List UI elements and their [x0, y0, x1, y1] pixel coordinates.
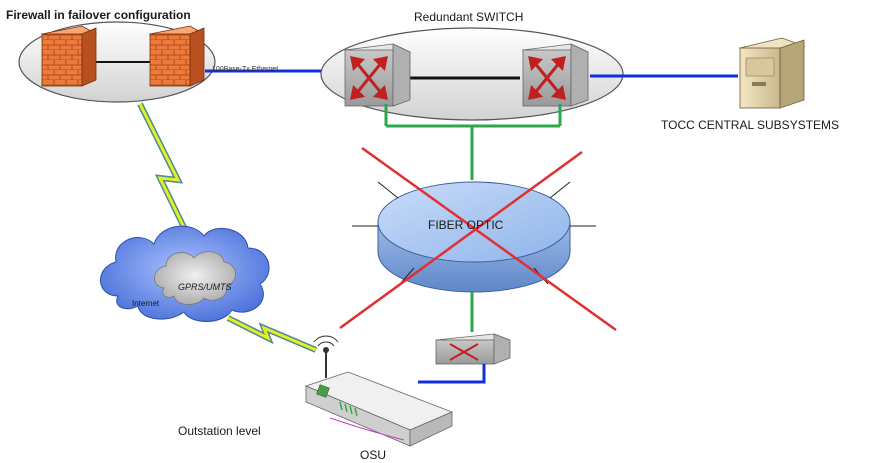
- cloud-outer-label: Internet: [132, 299, 160, 308]
- central-subsystems-label: TOCC CENTRAL SUBSYSTEMS: [661, 118, 840, 132]
- internet-cloud-icon: [100, 225, 270, 322]
- server-icon: [738, 37, 806, 109]
- osu-device-icon: [304, 335, 454, 447]
- switch-icon: [521, 43, 590, 107]
- wireless-link-icon: [226, 315, 318, 353]
- firewall-icon: [148, 25, 206, 87]
- osu-label: OSU: [360, 448, 387, 462]
- fiber-disabled-cross: [339, 146, 617, 332]
- switch-group-label: Redundant SWITCH: [414, 10, 524, 24]
- cloud-inner-label: GPRS/UMTS: [178, 282, 232, 292]
- fiber-optic-ring: [352, 181, 596, 293]
- firewall-icon: [40, 25, 98, 87]
- fiber-optic-label: FIBER OPTIC: [428, 218, 504, 232]
- fiber-uplink: [384, 104, 562, 180]
- ethernet-link: [418, 364, 486, 384]
- outstation-label: Outstation level: [178, 424, 261, 438]
- switch-icon: [435, 333, 511, 365]
- ethernet-link-label: 100Base-Tx Ethernet: [212, 66, 279, 73]
- firewall-group-label: Firewall in failover configuration: [6, 8, 191, 22]
- switch-icon: [343, 43, 412, 107]
- wireless-link-icon: [137, 102, 197, 250]
